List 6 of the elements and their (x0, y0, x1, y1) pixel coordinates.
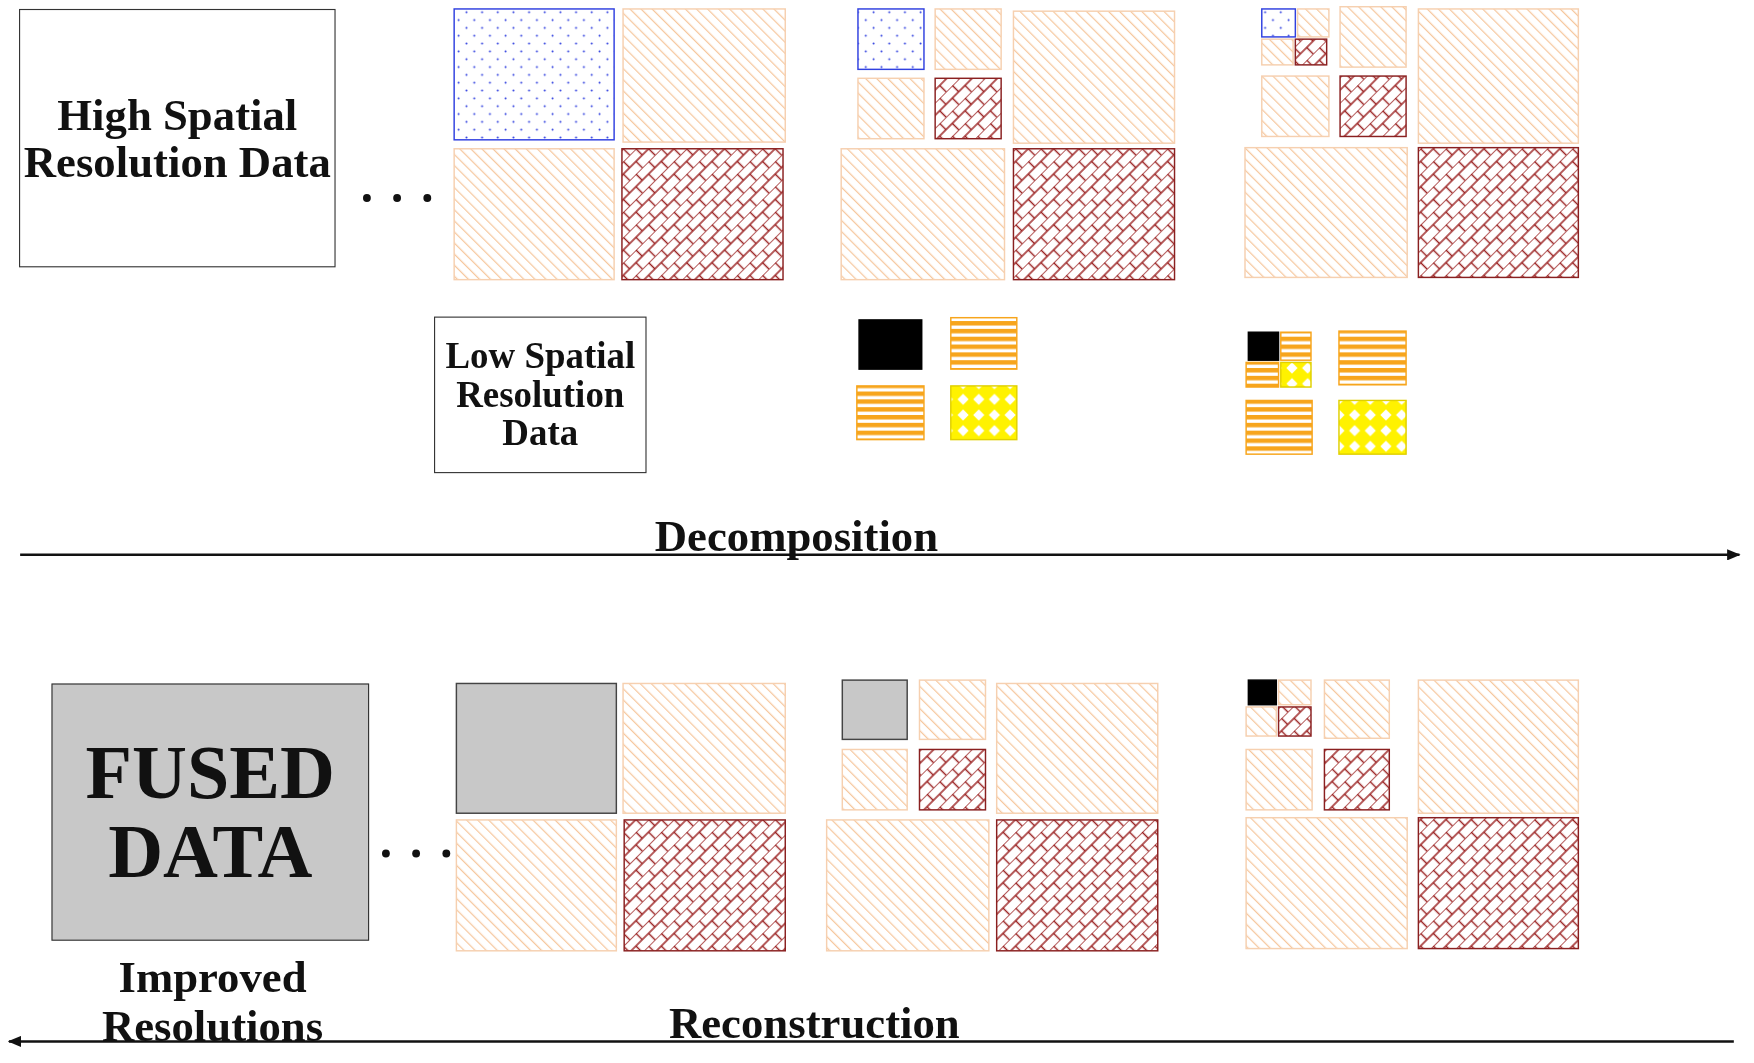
axis-label: Decomposition (653, 512, 940, 562)
data-box: High Spatial Resolution Data (19, 8, 336, 268)
caption-text: Improved Resolutions (100, 953, 325, 1052)
axis-label: Reconstruction (667, 998, 961, 1049)
fused-data-box: FUSED DATA (51, 683, 370, 941)
data-box: Low Spatial Resolution Data (434, 316, 647, 474)
